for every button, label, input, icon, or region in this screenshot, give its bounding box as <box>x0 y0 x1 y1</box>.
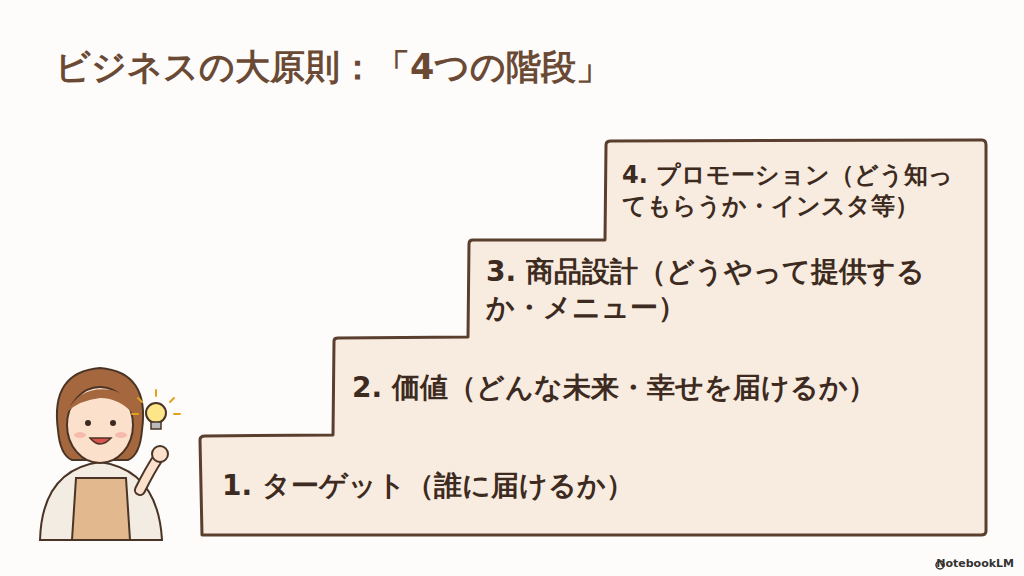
step-text: 4. プロモーション（どう知ってもらうか・インスタ等） <box>622 160 972 222</box>
watermark: NotebookLM <box>936 557 1014 570</box>
step-text: 3. 商品設計（どうやって提供するか・メニュー） <box>486 254 970 327</box>
stair-step: 1. ターゲット（誰に届けるか） <box>214 442 979 530</box>
step-text: 1. ターゲット（誰に届けるか） <box>222 468 634 504</box>
step-text: 2. 価値（どんな未来・幸せを届けるか） <box>352 370 876 406</box>
staircase-outline <box>200 140 986 535</box>
stair-step: 3. 商品設計（どうやって提供するか・メニュー） <box>478 246 978 334</box>
woman-figure <box>40 368 168 540</box>
stair-step: 2. 価値（どんな未来・幸せを届けるか） <box>344 345 979 431</box>
stair-step: 4. プロモーション（どう知ってもらうか・インスタ等） <box>614 146 980 236</box>
lightbulb-icon <box>132 390 180 429</box>
diagram-title: ビジネスの大原則：「4つの階段」 <box>55 44 611 91</box>
